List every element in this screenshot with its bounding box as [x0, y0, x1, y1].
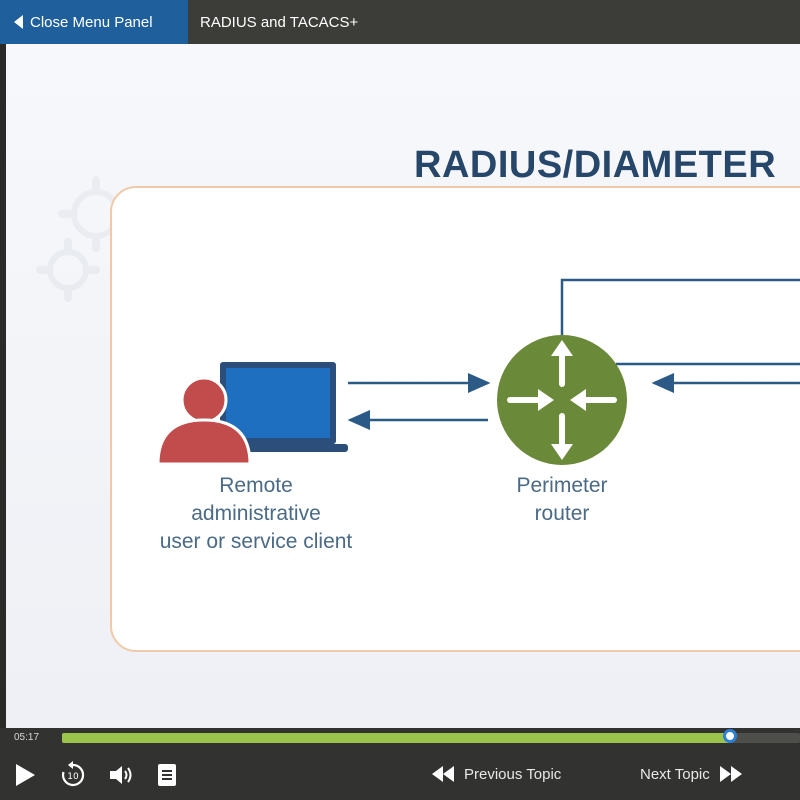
progress-knob[interactable] — [722, 729, 737, 743]
volume-icon — [110, 766, 132, 784]
player-controls: 05:17 10 — [0, 728, 800, 800]
caret-left-icon — [14, 15, 23, 29]
previous-topic-button[interactable]: Previous Topic — [430, 764, 561, 784]
router-icon — [497, 335, 627, 465]
elapsed-time: 05:17 — [14, 732, 40, 743]
close-menu-panel-label: Close Menu Panel — [30, 13, 153, 31]
rewind-icon — [432, 766, 454, 782]
previous-topic-label: Previous Topic — [464, 765, 562, 783]
router-uplink-lines — [560, 278, 800, 366]
user-icon — [156, 376, 252, 466]
transcript-button[interactable] — [150, 758, 184, 792]
svg-text:10: 10 — [67, 772, 79, 782]
user-label-line: user or service client — [159, 530, 353, 553]
router-label: Perimeter router — [482, 472, 642, 528]
replay-10-button[interactable]: 10 — [56, 758, 90, 792]
next-topic-button[interactable]: Next Topic — [640, 764, 744, 784]
progress-fill — [62, 733, 730, 743]
play-icon — [16, 764, 35, 786]
user-label-line: administrative — [191, 502, 321, 525]
slide-title: RADIUS/DIAMETER — [414, 144, 777, 186]
progress-track[interactable] — [62, 729, 800, 743]
replay-10-icon: 10 — [61, 761, 85, 787]
router-label-line: Perimeter — [516, 474, 608, 497]
left-edge-strip — [0, 44, 6, 728]
router-label-line: router — [534, 502, 590, 525]
close-menu-panel-button[interactable]: Close Menu Panel — [0, 0, 188, 44]
slide-canvas: RADIUS/DIAMETER — [6, 44, 800, 728]
user-label-line: Remote — [219, 474, 293, 497]
transcript-icon — [158, 764, 176, 786]
network-diagram — [156, 278, 800, 466]
top-bar: Close Menu Panel RADIUS and TACACS+ — [0, 0, 800, 44]
next-topic-label: Next Topic — [640, 765, 710, 783]
play-button[interactable] — [8, 758, 42, 792]
topic-title: RADIUS and TACACS+ — [200, 13, 359, 31]
user-label: Remote administrative user or service cl… — [136, 472, 376, 556]
fast-forward-icon — [719, 766, 742, 782]
volume-button[interactable] — [104, 758, 138, 792]
